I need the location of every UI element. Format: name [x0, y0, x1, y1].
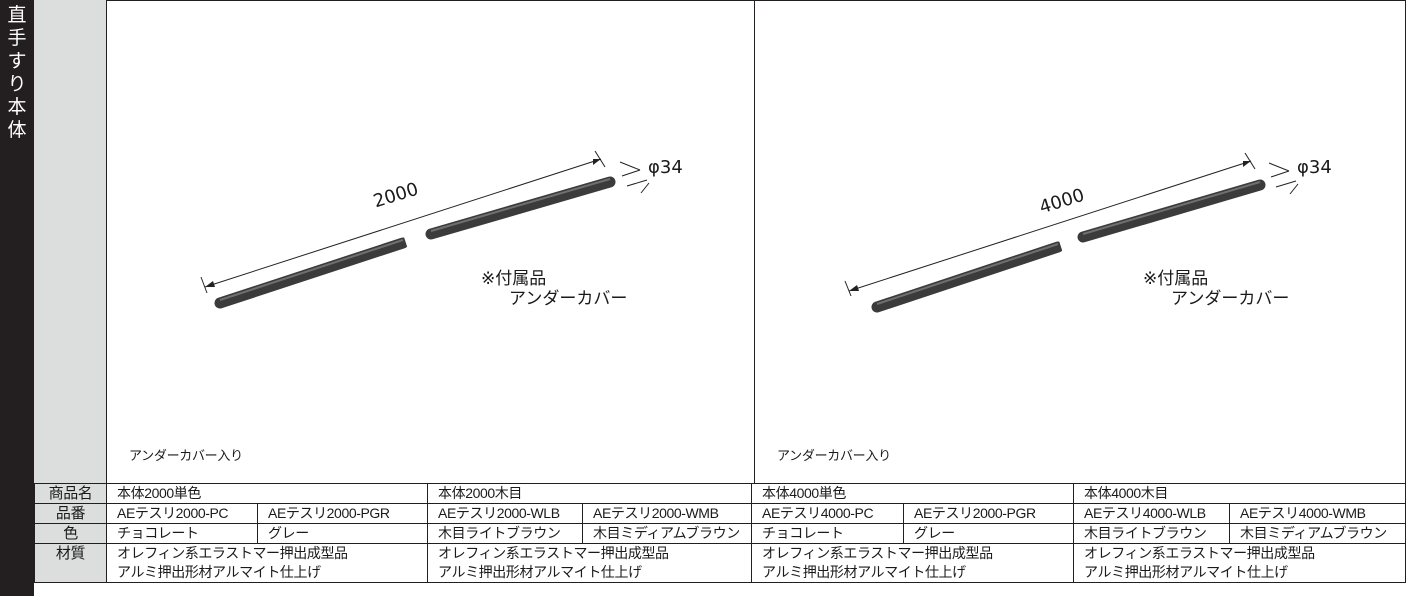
- accessory-note-2000: ※付属品 アンダーカバー: [481, 269, 627, 309]
- color-cell: チョコレート: [106, 523, 258, 544]
- part-number-cell: AEテスリ2000-PGR: [256, 503, 429, 524]
- handrail-4000-under-cover: [1055, 224, 1085, 254]
- part-number-cell: AEテスリ2000-WMB: [582, 503, 753, 524]
- handrail-2000-rail-lower-highlight: [219, 239, 404, 301]
- phi-4000-arrow-top: [1268, 162, 1290, 172]
- part-number-cell: AEテスリ4000-WLB: [1073, 503, 1231, 524]
- header-part-number: 品番: [34, 503, 107, 524]
- material-line: アルミ押出形材アルマイト仕上げ: [117, 564, 321, 580]
- handrail-2000-rail-lower: [214, 237, 409, 309]
- part-number-cell: AEテスリ2000-PC: [106, 503, 258, 524]
- handrail-2000-rail-upper-highlight: [430, 178, 611, 232]
- color-cell: チョコレート: [751, 523, 905, 544]
- part-number-cell: AEテスリ2000-PGR: [903, 503, 1075, 524]
- product-name-cell: 本体4000木目: [1073, 483, 1407, 504]
- dim-2000-tick-left: [200, 276, 208, 294]
- material-line: オレフィン系エラストマー押出成型品: [1084, 545, 1315, 561]
- row-color: 色 チョコレート グレー 木目ライトブラウン 木目ミディアムブラウン チョコレー…: [34, 523, 1407, 544]
- material-cell: オレフィン系エラストマー押出成型品 アルミ押出形材アルマイト仕上げ: [427, 543, 753, 583]
- panel-caption-2000: アンダーカバー入り: [129, 449, 243, 464]
- color-cell: 木目ライトブラウン: [1073, 523, 1231, 544]
- material-line: アルミ押出形材アルマイト仕上げ: [438, 564, 642, 580]
- product-name-cell: 本体2000木目: [427, 483, 753, 504]
- phi-4000-ext-top: [1270, 170, 1290, 178]
- material-line: アルミ押出形材アルマイト仕上げ: [762, 564, 966, 580]
- handrail-4000-rail-lower-highlight: [876, 243, 1059, 305]
- header-material: 材質: [34, 543, 107, 583]
- part-number-cell: AEテスリ4000-WMB: [1229, 503, 1407, 524]
- material-line: オレフィン系エラストマー押出成型品: [117, 545, 348, 561]
- dim-4000-line: [848, 160, 1252, 292]
- color-cell: グレー: [256, 523, 429, 544]
- color-cell: 木目ミディアムブラウン: [582, 523, 753, 544]
- handrail-4000-illustration: [844, 152, 1299, 313]
- header-product-name: 商品名: [34, 483, 107, 504]
- accessory-note-line1: ※付属品: [481, 269, 547, 289]
- side-category-label: 直手すり本体: [7, 4, 27, 141]
- dim-4000-arrow-right: [1243, 161, 1251, 167]
- header-color: 色: [34, 523, 107, 544]
- material-line: オレフィン系エラストマー押出成型品: [438, 545, 669, 561]
- part-number-cell: AEテスリ4000-PC: [751, 503, 905, 524]
- side-category-tab: 直手すり本体: [0, 0, 34, 596]
- handrail-2000-rail-upper: [425, 176, 616, 240]
- accessory-note-4000: ※付属品 アンダーカバー: [1143, 269, 1289, 309]
- handrail-2000-under-cover: [400, 219, 434, 251]
- row-material: 材質 オレフィン系エラストマー押出成型品 アルミ押出形材アルマイト仕上げ オレフ…: [34, 543, 1407, 583]
- color-cell: 木目ライトブラウン: [427, 523, 584, 544]
- handrail-4000-rail-upper-highlight: [1082, 181, 1261, 235]
- dim-2000-arrow-left: [205, 281, 215, 287]
- dim-2000-line: [204, 158, 602, 288]
- product-panel-4000: 4000 φ34 ※付属品 アンダーカバー アンダーカバー入り: [755, 0, 1406, 483]
- diameter-label-4000: φ34: [1297, 157, 1332, 178]
- product-name-cell: 本体2000単色: [105, 483, 429, 504]
- color-cell: 木目ミディアムブラウン: [1229, 523, 1407, 544]
- row-product-name: 商品名 本体2000単色 本体2000木目 本体4000単色 本体4000木目: [34, 483, 1407, 504]
- product-panel-2000: 2000 φ34 ※付属品 アンダーカバー アンダーカバー入り: [107, 0, 755, 483]
- dim-4000-tick-left: [844, 280, 852, 297]
- phi-2000-arrow-top: [619, 161, 641, 171]
- material-cell: オレフィン系エラストマー押出成型品 アルミ押出形材アルマイト仕上げ: [1073, 543, 1407, 583]
- accessory-note-line2: アンダーカバー: [509, 289, 628, 309]
- gray-header-column: [34, 0, 107, 483]
- material-line: オレフィン系エラストマー押出成型品: [762, 545, 993, 561]
- part-number-cell: AEテスリ2000-WLB: [427, 503, 584, 524]
- handrail-4000-rail-lower: [871, 241, 1064, 313]
- material-line: アルミ押出形材アルマイト仕上げ: [1084, 564, 1288, 580]
- phi-2000-ext-top: [621, 169, 641, 177]
- row-part-number: 品番 AEテスリ2000-PC AEテスリ2000-PGR AEテスリ2000-…: [34, 503, 1407, 524]
- diameter-label-2000: φ34: [648, 157, 683, 178]
- color-cell: グレー: [903, 523, 1075, 544]
- dim-4000-arrow-left: [849, 285, 859, 291]
- handrail-4000-rail-upper: [1077, 179, 1266, 243]
- handrail-2000-illustration: [200, 150, 650, 309]
- dim-2000-arrow-right: [593, 159, 601, 165]
- phi-4000-ext-bottom: [1275, 180, 1297, 188]
- spec-table: 商品名 本体2000単色 本体2000木目 本体4000単色 本体4000木目 …: [34, 483, 1407, 583]
- material-cell: オレフィン系エラストマー押出成型品 アルミ押出形材アルマイト仕上げ: [751, 543, 1075, 583]
- accessory-note-line2: アンダーカバー: [1171, 289, 1290, 309]
- phi-2000-ext-bottom: [626, 179, 648, 187]
- material-cell: オレフィン系エラストマー押出成型品 アルミ押出形材アルマイト仕上げ: [105, 543, 429, 583]
- panel-caption-4000: アンダーカバー入り: [777, 449, 891, 464]
- phi-4000-arrow-bottom: [1289, 183, 1299, 195]
- phi-2000-arrow-bottom: [640, 182, 650, 194]
- product-name-cell: 本体4000単色: [751, 483, 1075, 504]
- accessory-note-line1: ※付属品: [1143, 269, 1209, 289]
